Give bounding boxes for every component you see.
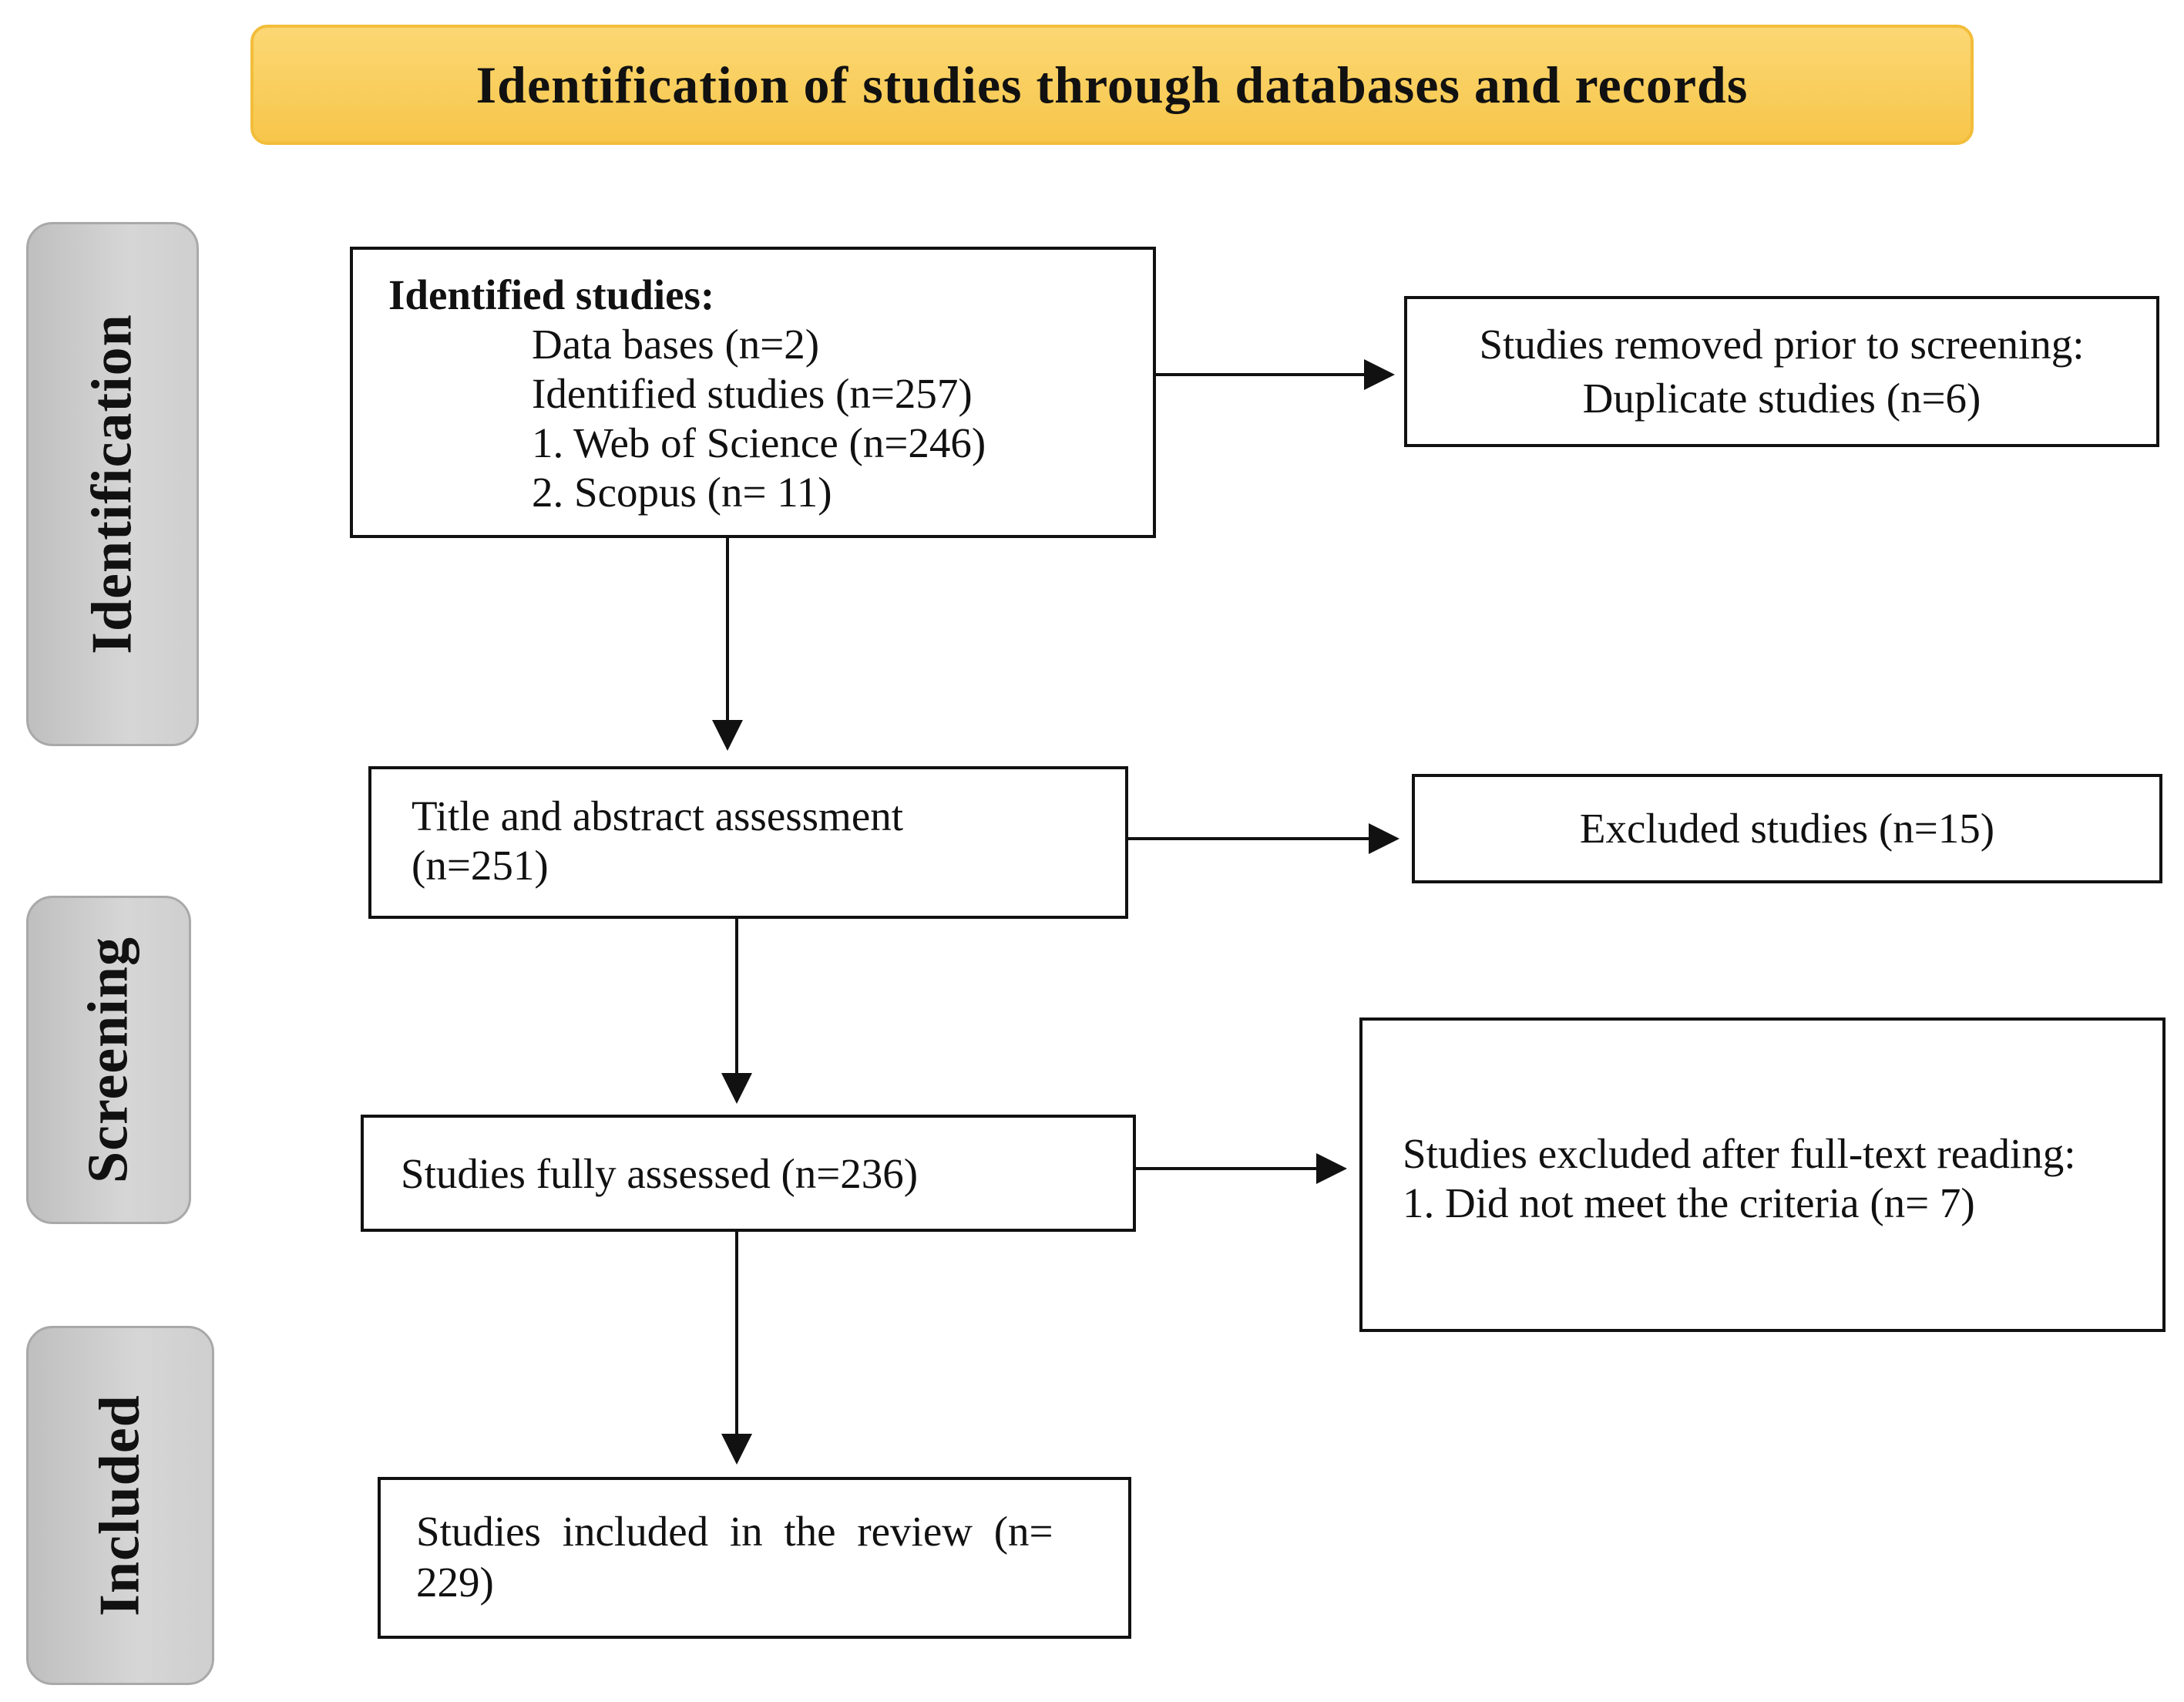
fulltext-excluded-box: Studies excluded after full-text reading… bbox=[1359, 1018, 2166, 1332]
fulltext-excluded-line-2: 1. Did not meet the criteria (n= 7) bbox=[1403, 1179, 1975, 1226]
included-line-2: 229) bbox=[416, 1559, 494, 1606]
identified-line-scopus: 2. Scopus (n= 11) bbox=[532, 469, 832, 516]
stage-label-identification: Identification bbox=[26, 222, 199, 746]
excluded-studies-text: Excluded studies (n=15) bbox=[1579, 805, 1995, 852]
removed-line-1: Studies removed prior to screening: bbox=[1479, 321, 2085, 368]
stage-label-screening: Screening bbox=[26, 896, 191, 1224]
title-abstract-box: Title and abstract assessment (n=251) bbox=[368, 766, 1128, 919]
fully-assessed-box: Studies fully assessed (n=236) bbox=[361, 1115, 1136, 1232]
identified-line-total: Identified studies (n=257) bbox=[532, 370, 973, 417]
identified-line-wos: 1. Web of Science (n=246) bbox=[532, 419, 986, 466]
identified-line-databases: Data bases (n=2) bbox=[532, 321, 820, 368]
fulltext-excluded-line-1: Studies excluded after full-text reading… bbox=[1403, 1130, 2076, 1177]
removed-prior-box: Studies removed prior to screening: Dupl… bbox=[1404, 296, 2159, 447]
excluded-studies-box: Excluded studies (n=15) bbox=[1412, 774, 2162, 883]
included-line-1: Studies included in the review (n= bbox=[416, 1508, 1053, 1555]
stage-label-included: Included bbox=[26, 1326, 214, 1685]
diagram-title-banner: Identification of studies through databa… bbox=[250, 25, 1974, 145]
title-abstract-line-1: Title and abstract assessment bbox=[412, 792, 904, 839]
diagram-title: Identification of studies through databa… bbox=[475, 55, 1749, 114]
included-studies-box: Studies included in the review (n= 229) bbox=[378, 1477, 1131, 1639]
fully-assessed-text: Studies fully assessed (n=236) bbox=[401, 1150, 919, 1197]
title-abstract-line-2: (n=251) bbox=[412, 842, 549, 889]
removed-line-2: Duplicate studies (n=6) bbox=[1582, 375, 1981, 422]
identified-heading: Identified studies: bbox=[388, 271, 715, 318]
identified-studies-box: Identified studies: Data bases (n=2) Ide… bbox=[350, 247, 1156, 538]
